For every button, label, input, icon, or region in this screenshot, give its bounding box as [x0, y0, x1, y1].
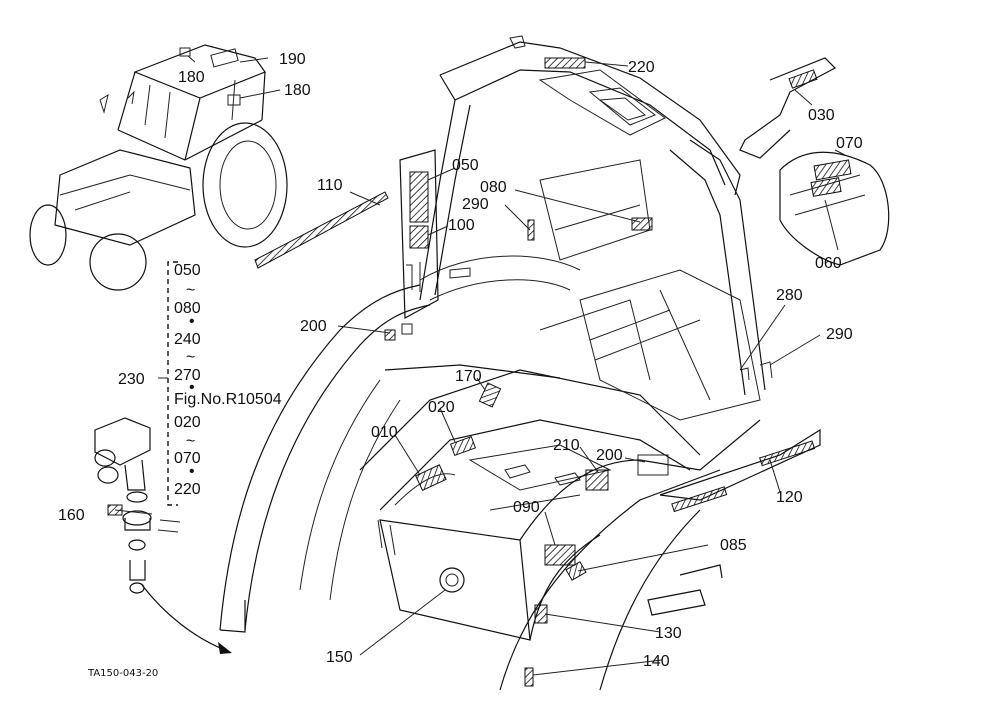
- label-200b: 200: [596, 447, 623, 464]
- legend-item: ~: [186, 349, 195, 366]
- decal-020: [449, 435, 477, 457]
- decal-100: [409, 225, 429, 249]
- leader-180a: [187, 55, 196, 63]
- decal-200a: [384, 329, 396, 341]
- label-085: 085: [720, 537, 747, 554]
- cover-060-070-drawing: [779, 151, 890, 266]
- label-140: 140: [643, 653, 670, 670]
- label-110: 110: [317, 177, 343, 194]
- label-070: 070: [836, 135, 863, 152]
- decal-120-right: [759, 440, 816, 467]
- legend-item: 050: [174, 262, 201, 279]
- label-150: 150: [326, 649, 353, 666]
- label-060: 060: [815, 255, 842, 272]
- label-180b: 180: [284, 82, 311, 99]
- label-100: 100: [448, 217, 475, 234]
- label-050: 050: [452, 157, 479, 174]
- label-010: 010: [371, 424, 398, 441]
- leader-lines: [114, 61, 846, 676]
- label-230: 230: [118, 371, 145, 388]
- bracket-030-drawing: [739, 57, 836, 159]
- label-130: 130: [655, 625, 682, 642]
- decal-120-left: [671, 486, 728, 513]
- drawing-id: TA150-043-20: [87, 668, 158, 679]
- decal-220: [544, 57, 586, 69]
- decal-050: [409, 171, 429, 223]
- label-080: 080: [480, 179, 507, 196]
- leader-180b: [239, 89, 281, 99]
- label-290b: 290: [826, 326, 853, 343]
- label-020: 020: [428, 399, 455, 416]
- legend-item: ~: [186, 433, 195, 450]
- leader-190: [239, 57, 269, 63]
- decal-210: [585, 469, 609, 491]
- decal-140: [524, 667, 534, 687]
- legend-item: 070: [174, 450, 201, 467]
- decal-290a: [527, 219, 535, 241]
- label-220: 220: [628, 59, 655, 76]
- label-030: 030: [808, 107, 835, 124]
- label-090: 090: [513, 499, 540, 516]
- label-170: 170: [455, 368, 482, 385]
- decal-170: [478, 382, 502, 408]
- tractor-overview-drawing: [29, 44, 288, 291]
- decal-085: [565, 561, 587, 581]
- arrow-line: [141, 584, 226, 651]
- valve-assembly-drawing: [94, 417, 181, 594]
- arrow-head: [218, 642, 232, 654]
- decal-080: [631, 217, 653, 231]
- legend-bracket: [167, 261, 178, 506]
- legend-item: ~: [186, 282, 195, 299]
- decal-090: [544, 544, 576, 566]
- legend-list: 050 ~ 080 • 240 ~ 270 • Fig.No.R10504 02…: [174, 262, 282, 498]
- legend-item: 220: [174, 481, 201, 498]
- label-180a: 180: [178, 69, 205, 86]
- legend-item: •: [189, 313, 195, 330]
- legend-figure-ref: Fig.No.R10504: [174, 391, 282, 408]
- legend-item: 240: [174, 331, 201, 348]
- label-200a: 200: [300, 318, 327, 335]
- legend-item: 080: [174, 300, 201, 317]
- label-160: 160: [58, 507, 85, 524]
- label-190: 190: [279, 51, 306, 68]
- legend-item: 020: [174, 414, 201, 431]
- cab-frame-drawing: [219, 35, 821, 691]
- legend-item: •: [189, 379, 195, 396]
- label-280: 280: [776, 287, 803, 304]
- label-120: 120: [776, 489, 803, 506]
- label-290a: 290: [462, 196, 489, 213]
- label-210: 210: [553, 437, 580, 454]
- decal-110: [254, 191, 389, 269]
- legend-item: •: [189, 463, 195, 480]
- legend-item: 270: [174, 367, 201, 384]
